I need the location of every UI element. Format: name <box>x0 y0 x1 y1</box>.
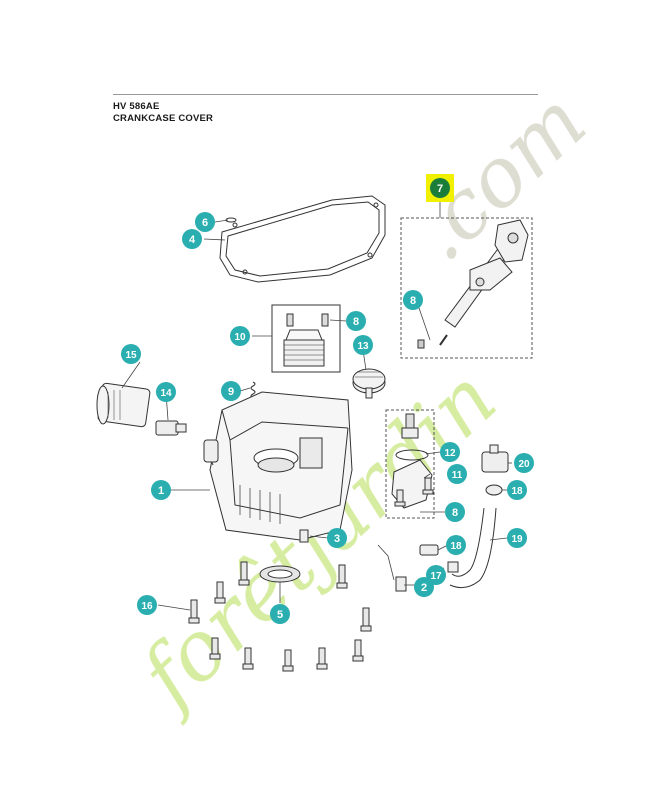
callout-label: 2 <box>421 582 427 594</box>
callout-label: 16 <box>141 601 153 612</box>
callout-label: 6 <box>202 217 208 229</box>
callout-bubble <box>346 311 366 331</box>
callout-label: 18 <box>511 486 523 497</box>
callout-bubble <box>430 178 450 198</box>
callout-label: 1 <box>158 485 164 497</box>
callout-bubble <box>195 212 215 232</box>
callout-bubble <box>137 595 157 615</box>
callout-label: 11 <box>452 470 463 481</box>
callout-bubble <box>270 604 290 624</box>
callout-bubble <box>221 381 241 401</box>
spring-part <box>250 381 256 399</box>
fitting-part <box>155 420 187 436</box>
callout-c12: 12 <box>440 442 460 462</box>
callout-c8c: 8 <box>445 502 465 522</box>
crankcase-cover-part <box>203 391 353 541</box>
callout-bubble <box>514 453 534 473</box>
callout-label: 8 <box>410 295 416 307</box>
callout-bubble <box>447 464 467 484</box>
callout-label: 8 <box>353 316 359 328</box>
callout-c14: 14 <box>156 382 176 402</box>
callout-label: 3 <box>334 533 340 545</box>
callout-c18b: 18 <box>446 535 466 555</box>
callout-label: 5 <box>277 609 283 621</box>
callout-label: 4 <box>189 234 196 246</box>
callout-bubble <box>156 382 176 402</box>
callout-c11: 11 <box>447 464 467 484</box>
callout-bubble <box>327 528 347 548</box>
callout-c4: 4 <box>182 229 202 249</box>
oil-filter-part <box>96 382 151 428</box>
callout-label: 19 <box>511 534 523 545</box>
callout-bubble <box>440 442 460 462</box>
callout-c2: 2 <box>414 577 434 597</box>
callout-label: 13 <box>357 341 369 352</box>
dowel-part <box>299 529 309 543</box>
callout-bubble <box>403 290 423 310</box>
model-title: HV 586AE <box>113 101 160 112</box>
callout-bubble <box>507 528 527 548</box>
governor-assembly-part <box>400 217 533 359</box>
callout-label: 8 <box>452 507 458 519</box>
oil-seal-part <box>259 565 301 583</box>
callout-c15: 15 <box>121 344 141 364</box>
callout-bubble <box>230 326 250 346</box>
gear-part <box>352 368 386 399</box>
callout-label: 17 <box>430 571 442 582</box>
callout-label: 9 <box>228 386 234 398</box>
callout-label: 14 <box>160 388 172 399</box>
callout-bubble <box>446 535 466 555</box>
callout-c7: 7 <box>426 174 454 202</box>
callout-label: 12 <box>444 448 456 459</box>
callout-c18a: 18 <box>507 480 527 500</box>
callout-bubble <box>445 502 465 522</box>
callout-label: 20 <box>518 459 530 470</box>
callout-c6: 6 <box>195 212 215 232</box>
callout-bubble <box>353 335 373 355</box>
callout-c19: 19 <box>507 528 527 548</box>
callout-c10: 10 <box>230 326 250 346</box>
callout-bubble <box>507 480 527 500</box>
hose-part <box>449 507 497 589</box>
clamp-part <box>485 484 503 496</box>
callout-bubble <box>121 344 141 364</box>
callout-label: 10 <box>234 332 246 343</box>
callout-c8b: 8 <box>346 311 366 331</box>
sensor-part <box>481 444 509 473</box>
callout-bubble <box>151 480 171 500</box>
callout-label: 7 <box>437 183 443 195</box>
drain-fitting-part <box>395 544 459 592</box>
bolt-set-part <box>188 477 434 672</box>
callout-bubble <box>414 577 434 597</box>
callout-c8a: 8 <box>403 290 423 310</box>
callout-label: 15 <box>125 350 137 361</box>
header-rule <box>113 94 538 95</box>
callout-c9: 9 <box>221 381 241 401</box>
section-title: CRANKCASE COVER <box>113 113 214 124</box>
callout-c16: 16 <box>137 595 157 615</box>
callout-bubble <box>182 229 202 249</box>
callout-c13: 13 <box>353 335 373 355</box>
callout-c20: 20 <box>514 453 534 473</box>
callout-c1: 1 <box>151 480 171 500</box>
callout-label: 18 <box>450 541 462 552</box>
callout-c3: 3 <box>327 528 347 548</box>
callout-c5: 5 <box>270 604 290 624</box>
gasket-part <box>219 195 386 283</box>
oil-screen-part <box>271 304 341 373</box>
